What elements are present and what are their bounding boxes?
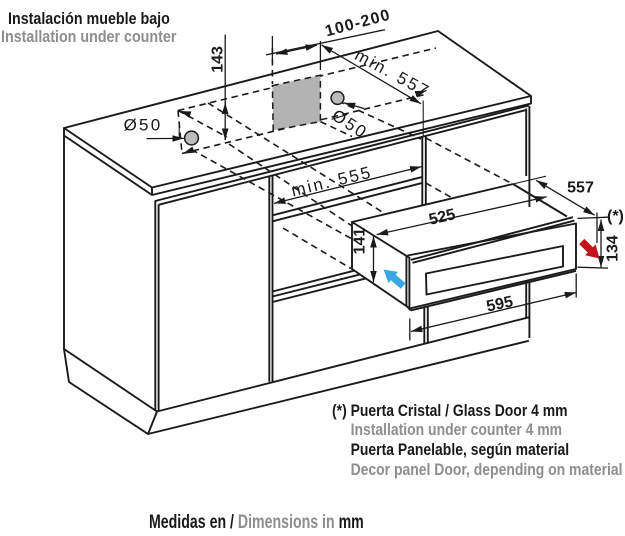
svg-text:525: 525 [427, 206, 457, 229]
svg-text:(*): (*) [607, 208, 624, 225]
svg-text:Ø50: Ø50 [124, 116, 163, 135]
svg-text:min. 557: min. 557 [352, 45, 434, 101]
svg-text:141: 141 [352, 228, 369, 255]
svg-text:143: 143 [209, 46, 226, 73]
svg-text:134: 134 [605, 235, 622, 262]
svg-text:595: 595 [485, 293, 515, 315]
svg-text:557: 557 [567, 180, 594, 197]
svg-text:Ø50: Ø50 [328, 106, 371, 143]
